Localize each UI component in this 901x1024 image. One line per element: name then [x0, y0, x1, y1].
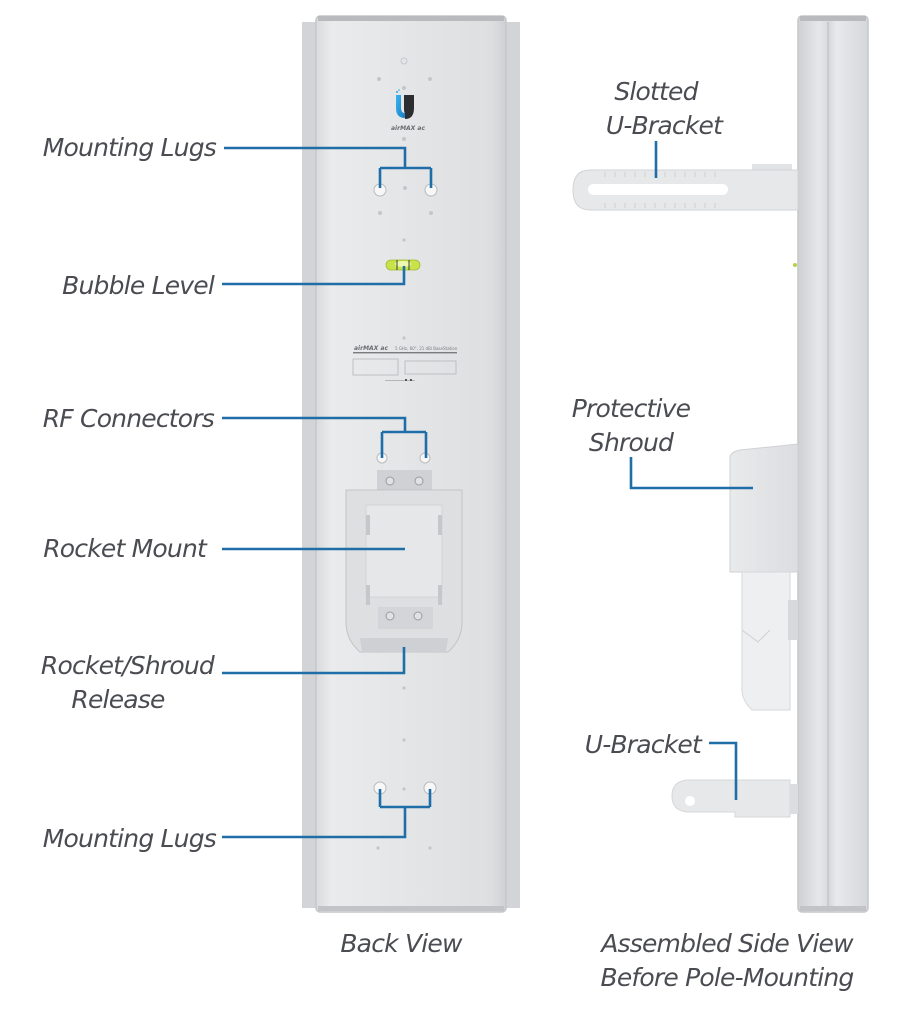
caption-back-view: Back View	[340, 929, 463, 958]
screw-dot	[403, 186, 407, 190]
screw-dot	[402, 238, 406, 242]
label-rf-connectors: RF Connectors	[43, 404, 215, 433]
back-view-antenna: airMAX ac airMAX ac 5 GHz, 60°, 21 dBi B…	[302, 15, 520, 913]
label-u-bracket: U-Bracket	[585, 730, 703, 759]
side-panel-bottom-edge	[800, 906, 866, 911]
side-bubble-level	[793, 263, 797, 267]
side-panel-top-edge	[800, 16, 866, 21]
panel-top-edge	[318, 16, 504, 21]
rocket-mount-assembly	[345, 470, 463, 653]
panel-right-rail	[504, 22, 520, 908]
panel-face	[315, 15, 507, 913]
label-protective-shroud-line2: Shroud	[589, 428, 674, 457]
slotted-u-bracket-part	[572, 164, 799, 211]
product-label-plate: airMAX ac 5 GHz, 60°, 21 dBi BaseStation	[352, 336, 458, 381]
side-panel-body	[797, 15, 869, 913]
label-rocket-shroud-release-line1: Rocket/Shroud	[41, 651, 215, 680]
screw-dot	[402, 686, 406, 690]
screw-dot	[428, 77, 432, 81]
label-mounting-lugs-bottom: Mounting Lugs	[43, 824, 217, 853]
callout-rocket-shroud-release	[222, 647, 406, 675]
screw-dot	[428, 846, 432, 850]
label-plate-spec: 5 GHz, 60°, 21 dBi BaseStation	[395, 346, 458, 351]
screw-dot	[402, 86, 406, 90]
screw-dot	[377, 77, 381, 81]
label-slotted-u-bracket-line1: Slotted	[614, 77, 698, 106]
screw-dot	[376, 846, 380, 850]
label-protective-shroud-line1: Protective	[572, 394, 691, 423]
callout-lines	[222, 141, 753, 839]
top-marker-icon	[400, 57, 408, 65]
label-plate-logo: airMAX ac	[354, 345, 388, 352]
callout-u-bracket	[709, 741, 738, 800]
callout-mounting-lugs-bottom	[222, 789, 432, 839]
callout-protective-shroud	[629, 457, 753, 490]
screw-dot	[402, 738, 406, 742]
callout-bubble-level	[222, 266, 406, 286]
u-bracket-part	[671, 779, 798, 818]
caption-side-view-line2: Before Pole-Mounting	[601, 963, 854, 992]
label-rocket-mount: Rocket Mount	[43, 534, 208, 563]
brand-logo-icon	[396, 89, 414, 119]
side-view-antenna	[572, 15, 869, 913]
label-mounting-lugs-top: Mounting Lugs	[43, 133, 217, 162]
caption-side-view-line1: Assembled Side View	[599, 929, 854, 958]
product-logo-text: airMAX ac	[391, 125, 425, 132]
screw-dot	[429, 211, 433, 215]
callout-mounting-lugs-top	[224, 146, 433, 188]
protective-shroud-part	[729, 443, 799, 711]
screw-dot	[402, 137, 406, 141]
label-bubble-level: Bubble Level	[62, 271, 215, 300]
screw-dot	[378, 211, 382, 215]
label-rocket-shroud-release-line2: Release	[71, 685, 165, 714]
screw-dot	[402, 787, 406, 791]
callout-rf-connectors	[222, 416, 428, 458]
label-slotted-u-bracket-line2: U-Bracket	[606, 111, 724, 140]
panel-bottom-edge	[318, 906, 504, 911]
bubble-level-icon	[385, 259, 421, 271]
